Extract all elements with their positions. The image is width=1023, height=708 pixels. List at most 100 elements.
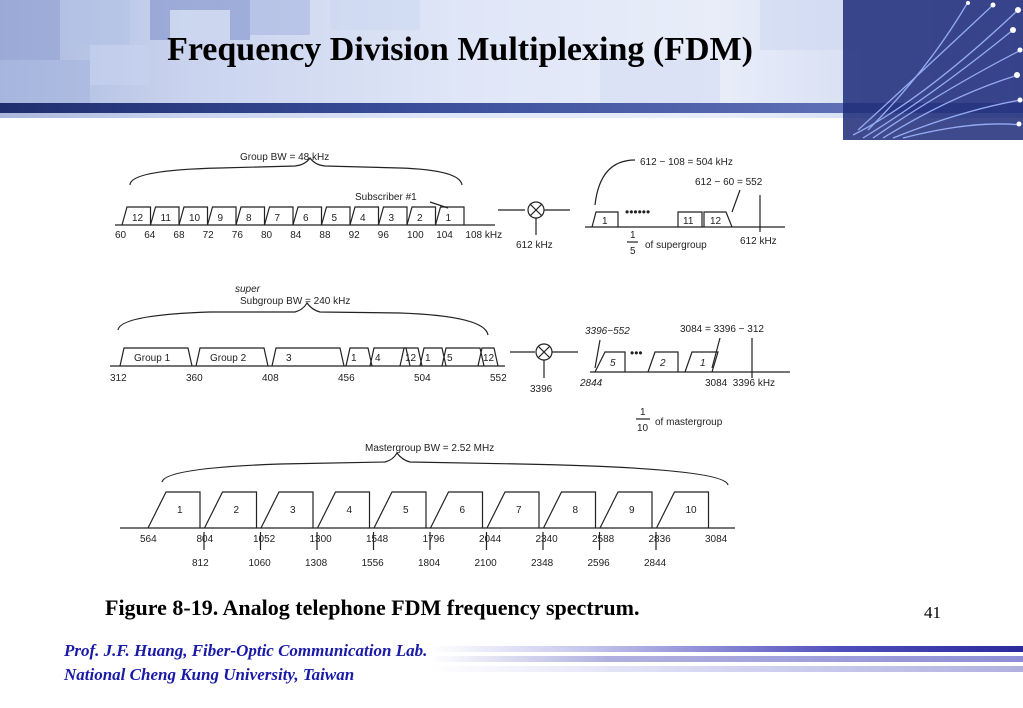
supergroup-block-label: Group 1 [134, 353, 171, 364]
footer-line-1: Prof. J.F. Huang, Fiber-Optic Communicat… [64, 641, 428, 660]
supergroup-tick-label: 552 [490, 373, 507, 384]
supergroup-block-label: 12 [483, 353, 495, 364]
supergroup-tick-label: 408 [262, 373, 279, 384]
page-number: 41 [924, 603, 941, 622]
supergroup-carrier: 3396 [530, 384, 553, 395]
mastergroup-block [599, 491, 653, 529]
mastergroup-top-tick: 564 [140, 534, 157, 545]
header-decoration [0, 0, 860, 105]
header-rule [0, 103, 1023, 113]
mastergroup-top-tick: 1548 [366, 534, 389, 545]
group-channel-block [206, 206, 237, 226]
group-channel-block [377, 206, 408, 226]
fiber-optic-decoration [843, 0, 1023, 140]
group-tick-label: 96 [378, 230, 390, 241]
supergroup-block-label: 12 [405, 353, 417, 364]
group-channel-label: 6 [303, 213, 309, 224]
hand-note-bottom: 2844 [579, 378, 603, 389]
svg-text:10: 10 [637, 423, 649, 434]
result-channel-11 [677, 211, 703, 227]
mastergroup-block-label: 5 [403, 505, 409, 516]
figure-caption: Figure 8-19. Analog telephone FDM freque… [105, 595, 640, 620]
slide-title: Frequency Division Multiplexing (FDM) [167, 31, 753, 68]
mastergroup-brace [161, 451, 729, 486]
svg-text:5: 5 [630, 246, 636, 257]
group-result-top: 612 − 108 = 504 kHz [640, 157, 733, 168]
group-result-freq: 612 kHz [740, 236, 777, 247]
mastergroup-block-label: 10 [686, 505, 698, 516]
group-tick-label: 92 [349, 230, 361, 241]
mastergroup-block-label: 4 [347, 505, 353, 516]
supergroup-tick-label: 360 [186, 373, 203, 384]
group-channel-block [406, 206, 437, 226]
hand-note-super: super [235, 284, 261, 295]
group-tick-label: 100 [407, 230, 424, 241]
mastergroup-block [260, 491, 314, 529]
mastergroup-block-label: 8 [573, 505, 579, 516]
supergroup-block-label: 3 [286, 353, 292, 364]
group-tick-label: 84 [290, 230, 302, 241]
mastergroup-bottom-tick: 1804 [418, 558, 441, 569]
svg-text:2: 2 [659, 358, 666, 369]
mastergroup-top-tick: 3084 [705, 534, 728, 545]
footer-stripes [430, 646, 1023, 674]
result-channel-12 [703, 211, 733, 228]
supergroup-result-top: 3084 = 3396 − 312 [680, 324, 764, 335]
supergroup-result-freqs: 3084 3396 kHz [705, 378, 775, 389]
group-channel-block [178, 206, 209, 226]
mastergroup-block [655, 491, 710, 529]
mastergroup-block [203, 491, 258, 529]
group-tick-label: 88 [319, 230, 331, 241]
mastergroup-block-label: 9 [629, 505, 635, 516]
group-channel-block [434, 206, 465, 226]
hand-note-top: 3396−552 [585, 326, 630, 337]
supergroup-block [119, 347, 193, 367]
group-tick-label: 76 [232, 230, 244, 241]
supergroup-block-label: Group 2 [210, 353, 247, 364]
mastergroup-bottom-tick: 2844 [644, 558, 667, 569]
group-tick-label: 80 [261, 230, 273, 241]
mastergroup-bottom-tick: 2348 [531, 558, 554, 569]
supergroup-block [441, 347, 485, 367]
supergroup-block [399, 347, 423, 367]
mastergroup-block [373, 491, 427, 529]
group-tick-label: 108 kHz [465, 230, 502, 241]
mastergroup-bottom-tick: 2100 [475, 558, 498, 569]
mastergroup-block-label: 1 [177, 505, 183, 516]
supergroup-tick-label: 456 [338, 373, 355, 384]
supergroup-tick-label: 504 [414, 373, 431, 384]
group-channel-label: 7 [275, 213, 281, 224]
group-tick-label: 104 [436, 230, 453, 241]
mastergroup-fraction-text: of mastergroup [655, 417, 723, 428]
svg-text:1: 1 [640, 407, 646, 418]
supergroup-block [271, 347, 345, 367]
mastergroup-top-tick: 1052 [253, 534, 276, 545]
supergroup-block [195, 347, 269, 367]
svg-text:11: 11 [683, 216, 694, 227]
supergroup-bw-label: Subgroup BW = 240 kHz [240, 296, 350, 307]
subscriber-label: Subscriber #1 [355, 192, 417, 203]
supergroup-block [477, 347, 499, 367]
group-channel-label: 5 [332, 213, 338, 224]
footer-line-2: National Cheng Kung University, Taiwan [64, 665, 355, 684]
mastergroup-bottom-tick: 1556 [362, 558, 385, 569]
mastergroup-block [316, 491, 371, 529]
svg-text:1: 1 [630, 230, 636, 241]
group-result-mid: 612 − 60 = 552 [695, 177, 763, 188]
group-tick-label: 64 [144, 230, 156, 241]
supergroup-row: super Subgroup BW = 240 kHz Group 1 Group… [110, 284, 790, 434]
group-tick-label: 68 [173, 230, 185, 241]
mastergroup-top-tick: 804 [197, 534, 214, 545]
group-channel-block [149, 206, 180, 226]
group-channel-block [263, 206, 294, 226]
group-carrier: 612 kHz [516, 240, 553, 251]
supergroup-block-label: 4 [375, 353, 381, 364]
group-tick-label: 60 [115, 230, 127, 241]
group-channel-block [235, 206, 266, 226]
supergroup-fraction-text: of supergroup [645, 240, 707, 251]
